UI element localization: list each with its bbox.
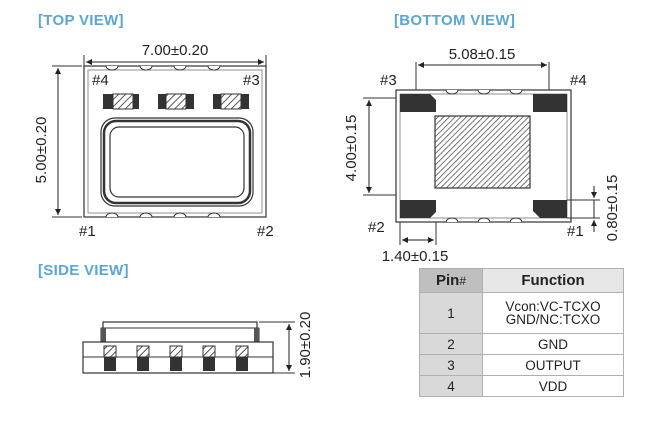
bottom-pitch-label: 5.08±0.15 — [449, 46, 516, 63]
table-cell-function: VDD — [482, 375, 624, 397]
side-view-title: [SIDE VIEW] — [38, 262, 129, 279]
top-height-label: 5.00±0.20 — [33, 117, 50, 184]
pin-function-table: Pin# Function 1 Vcon:VC-TCXO GND/NC:TCXO… — [419, 268, 624, 397]
side-seal-ring — [100, 327, 260, 343]
table-header-pin: Pin# — [419, 268, 483, 293]
top-view-title: [TOP VIEW] — [38, 12, 124, 29]
table-cell-function: GND — [482, 333, 624, 355]
table-header-pin-text: Pin — [435, 272, 460, 289]
side-height-label: 1.90±0.20 — [297, 312, 314, 379]
bottom-height-label: 4.00±0.15 — [343, 115, 360, 182]
bottom-pin2-label: #2 — [368, 219, 385, 236]
table-row: 4 VDD — [419, 375, 624, 397]
table-cell-function: OUTPUT — [482, 354, 624, 376]
bottom-castellations — [445, 89, 523, 223]
table-cell-pin: 4 — [419, 375, 483, 397]
table-cell-pin: 2 — [419, 333, 483, 355]
side-terminals — [103, 345, 249, 371]
top-castellations — [105, 65, 221, 218]
function-line: Vcon:VC-TCXO — [505, 299, 601, 314]
bottom-pad-3 — [400, 94, 436, 112]
bottom-pad-2 — [400, 200, 436, 218]
table-header-pin-suffix: # — [459, 274, 467, 288]
top-width-label: 7.00±0.20 — [142, 42, 209, 59]
bottom-view: 5.08±0.15 4.00±0.15 1.40±0.15 — [343, 46, 621, 265]
table-cell-function: Vcon:VC-TCXO GND/NC:TCXO — [482, 292, 624, 334]
top-pin1-label: #1 — [79, 223, 96, 240]
top-pin3-label: #3 — [243, 72, 260, 89]
table-header-function: Function — [482, 268, 624, 293]
bottom-pad-height-label: 0.80±0.15 — [604, 175, 621, 242]
table-cell-pin: 1 — [419, 292, 483, 334]
bottom-pad-4 — [533, 94, 567, 112]
side-view: 1.90±0.20 — [82, 312, 314, 379]
bottom-pin3-label: #3 — [380, 72, 397, 89]
bottom-pad-1 — [533, 200, 567, 218]
bottom-pin1-label: #1 — [567, 223, 584, 240]
bottom-view-title: [BOTTOM VIEW] — [394, 12, 516, 29]
table-cell-pin: 3 — [419, 354, 483, 376]
top-lid-inner — [109, 126, 245, 198]
bottom-pad-width-label: 1.40±0.15 — [382, 248, 449, 265]
top-pin4-label: #4 — [92, 72, 109, 89]
top-view: 7.00±0.20 5.00±0.20 — [33, 42, 274, 240]
table-row: 1 Vcon:VC-TCXO GND/NC:TCXO — [419, 292, 624, 334]
function-line: GND/NC:TCXO — [505, 312, 601, 327]
top-pad-cells — [103, 93, 249, 110]
bottom-center-pad — [434, 115, 531, 189]
bottom-pin4-label: #4 — [570, 72, 587, 89]
top-pin2-label: #2 — [257, 223, 274, 240]
table-row: 3 OUTPUT — [419, 354, 624, 376]
table-row: 2 GND — [419, 333, 624, 355]
